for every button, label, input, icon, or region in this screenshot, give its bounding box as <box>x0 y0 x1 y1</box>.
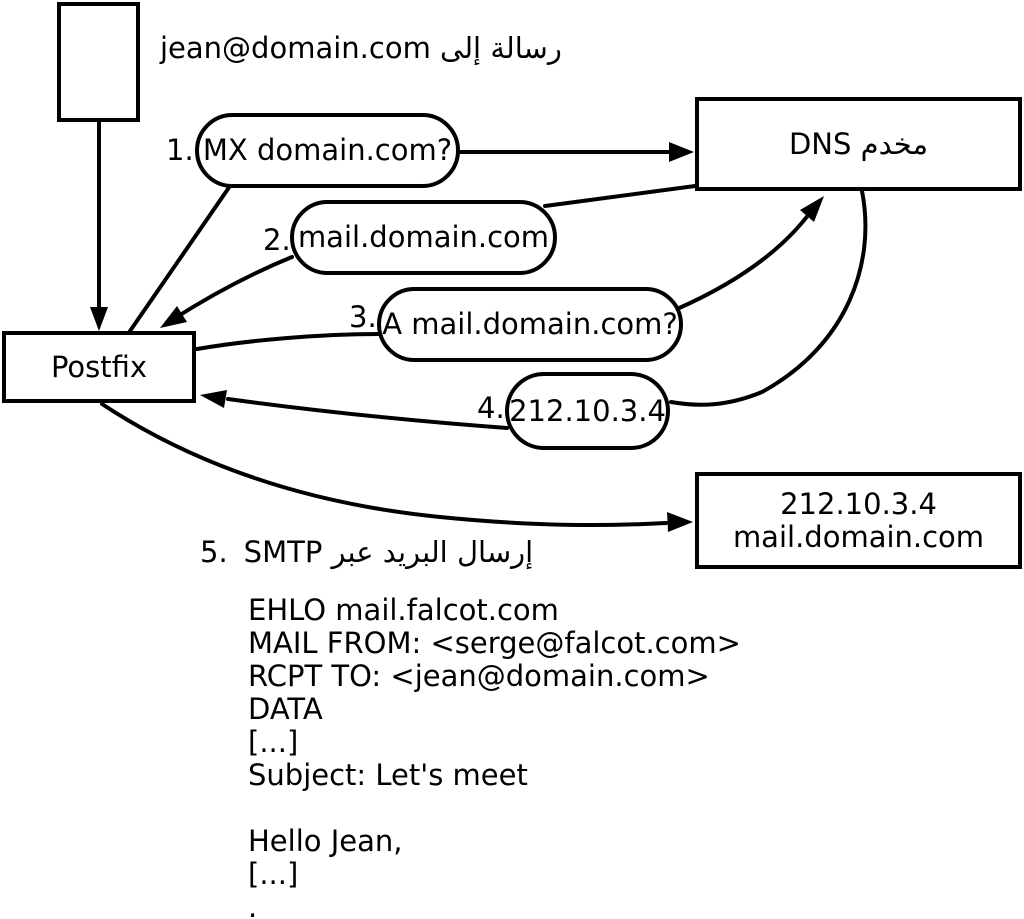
smtp-line: DATA <box>248 692 323 726</box>
dns-server-label: مخدم DNS <box>788 126 929 161</box>
step3-label: A mail.domain.com? <box>382 307 678 341</box>
line-postfix-to-mailserver <box>100 402 668 528</box>
line-reply4-to-postfix <box>226 397 509 430</box>
step1-label: MX domain.com? <box>202 133 453 167</box>
step5-caption: 5. إرسال البريد عبر SMTP <box>200 534 533 570</box>
arrowhead-query1-to-dns-icon <box>669 142 694 162</box>
mail-server-hostname: mail.domain.com <box>732 519 985 554</box>
line-reply2-to-postfix <box>170 255 294 322</box>
smtp-line: [...] <box>248 725 299 759</box>
smtp-line <box>248 792 741 825</box>
step2-label: mail.domain.com <box>297 220 550 254</box>
arrowhead-sender-to-postfix-icon <box>90 307 108 331</box>
smtp-line: EHLO mail.falcot.com <box>248 593 559 627</box>
arrowhead-postfix-to-mailserver-icon <box>667 512 693 532</box>
line-postfix-to-query3 <box>195 332 382 351</box>
smtp-line: . <box>248 890 258 919</box>
mail-server-box: 212.10.3.4 mail.domain.com <box>695 472 1022 569</box>
step4-bubble: 212.10.3.4 <box>505 372 670 450</box>
arrowhead-reply2-to-postfix-icon <box>160 306 187 328</box>
smtp-session-transcript: EHLO mail.falcot.com MAIL FROM: <serge@f… <box>248 594 741 919</box>
step4-label: 212.10.3.4 <box>509 393 666 428</box>
mail-server-ip: 212.10.3.4 <box>780 486 937 521</box>
step1-number: 1. <box>166 133 194 167</box>
arrowhead-query3-to-dns-icon <box>800 196 824 222</box>
step3-bubble: A mail.domain.com? <box>377 287 683 362</box>
smtp-line: Subject: Let's meet <box>248 758 528 792</box>
postfix-label: Postfix <box>50 349 148 384</box>
smtp-line: RCPT TO: <jean@domain.com> <box>248 659 710 693</box>
arrowhead-reply4-to-postfix-icon <box>200 390 227 408</box>
message-note: رسالة إلى jean@domain.com <box>160 30 562 66</box>
line-query3-to-dns <box>675 208 814 311</box>
message-note-text: رسالة إلى jean@domain.com <box>160 31 562 65</box>
smtp-line: [...] <box>248 857 299 891</box>
line-dns-to-reply2 <box>543 184 697 208</box>
smtp-line: MAIL FROM: <serge@falcot.com> <box>248 626 741 660</box>
dns-server-box: مخدم DNS <box>695 97 1022 191</box>
step2-bubble: mail.domain.com <box>290 200 557 275</box>
sender-box <box>57 2 140 122</box>
step1-bubble: MX domain.com? <box>195 113 460 188</box>
step4-number: 4. <box>477 391 505 425</box>
smtp-line: Hello Jean, <box>248 824 403 858</box>
step3-number: 3. <box>349 300 377 334</box>
line-postfix-to-query1 <box>128 184 232 333</box>
step2-number: 2. <box>263 223 291 257</box>
postfix-box: Postfix <box>2 331 196 403</box>
line-dns-to-reply4 <box>669 189 868 407</box>
step5-number: 5. <box>200 535 228 569</box>
step5-label: إرسال البريد عبر SMTP <box>243 535 534 569</box>
